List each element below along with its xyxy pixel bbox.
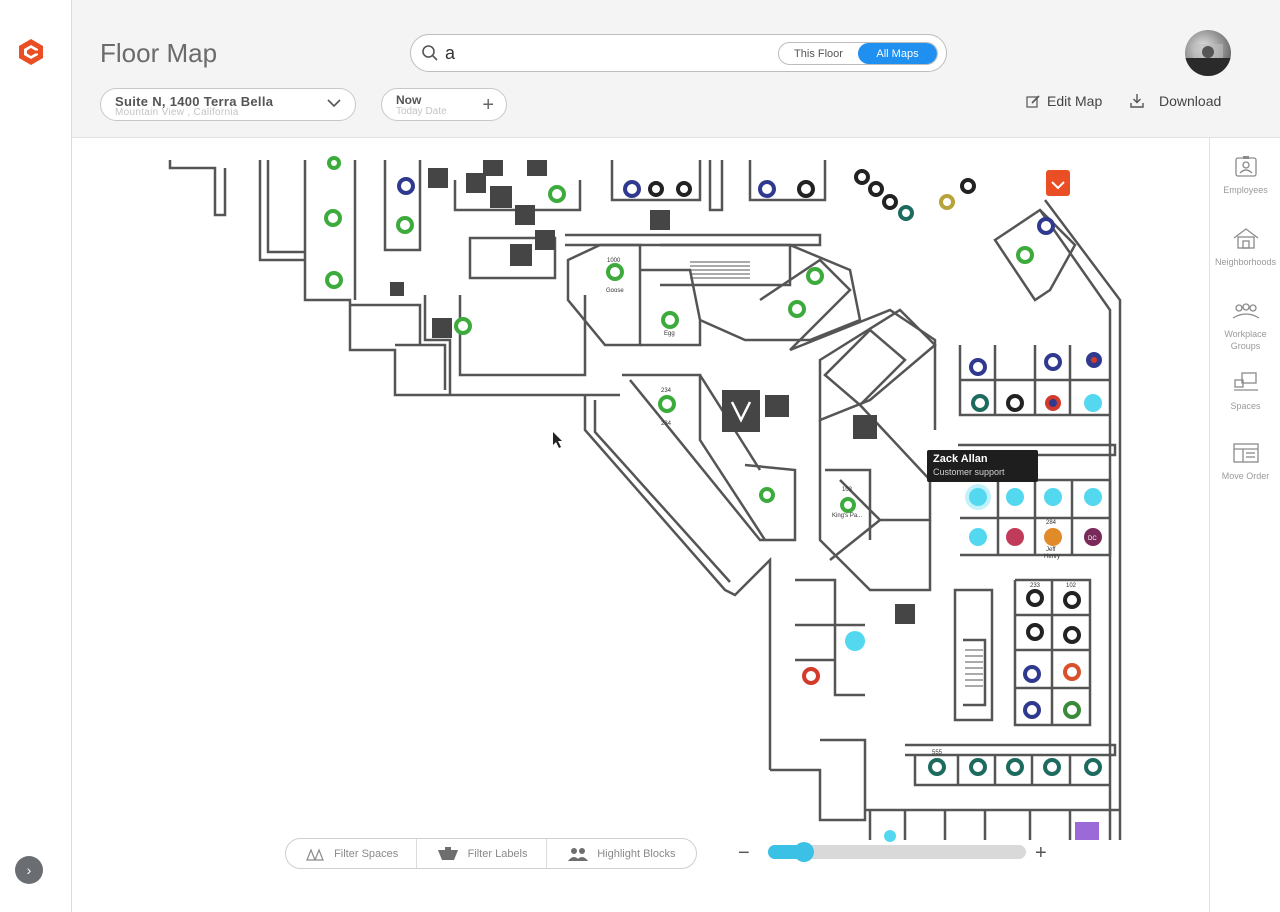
search-icon <box>422 45 438 61</box>
panel-spaces-label: Spaces <box>1230 401 1261 411</box>
scope-toggle: This Floor All Maps <box>778 42 938 65</box>
svg-text:102: 102 <box>1066 583 1077 589</box>
search-bar: This Floor All Maps <box>410 34 947 72</box>
highlight-blocks-label: Highlight Blocks <box>597 847 676 860</box>
first-aid-icon <box>1046 170 1070 196</box>
elevator-icon <box>730 401 752 423</box>
user-avatar[interactable] <box>1185 30 1231 76</box>
zoom-slider-thumb[interactable] <box>794 842 814 862</box>
panel-spaces[interactable]: Spaces <box>1210 370 1280 412</box>
filter-spaces-icon <box>306 847 324 861</box>
svg-text:Egg: Egg <box>664 331 675 337</box>
map-walls <box>168 160 1122 840</box>
svg-text:Jeff: Jeff <box>1046 547 1056 553</box>
search-input[interactable] <box>445 42 765 64</box>
page-title: Floor Map <box>100 38 218 68</box>
app-logo-icon[interactable] <box>17 38 45 66</box>
floor-map[interactable]: 1000 Goose Egg 234 234 103 King's Pa... … <box>150 150 1140 850</box>
download-icon <box>1130 94 1144 108</box>
panel-workplace-groups[interactable]: Workplace Groups <box>1210 298 1280 352</box>
zoom-in-button[interactable]: + <box>1035 842 1047 864</box>
filter-labels-button[interactable]: Filter Labels <box>417 839 547 868</box>
panel-neighborhoods-label: Neighborhoods <box>1214 257 1277 267</box>
highlight-blocks-button[interactable]: Highlight Blocks <box>547 839 696 868</box>
location-city: Mountain View , California <box>115 107 239 118</box>
desk-icon <box>1233 372 1258 391</box>
panel-employees-label: Employees <box>1223 185 1268 195</box>
add-date-icon[interactable]: + <box>482 94 494 116</box>
filter-spaces-label: Filter Spaces <box>334 847 399 860</box>
expand-sidebar-button[interactable]: › <box>15 856 43 884</box>
svg-text:234: 234 <box>661 421 672 427</box>
svg-text:555: 555 <box>932 750 943 756</box>
svg-text:284: 284 <box>1046 520 1057 526</box>
amenity-icons <box>390 160 915 624</box>
edit-map-button[interactable]: Edit Map <box>1026 93 1102 109</box>
house-icon <box>1233 228 1258 249</box>
edit-map-label: Edit Map <box>1047 93 1103 109</box>
download-button[interactable]: Download <box>1129 93 1221 109</box>
svg-text:103: 103 <box>842 487 853 493</box>
svg-text:233: 233 <box>1030 583 1041 589</box>
highlight-blocks-icon <box>568 847 589 861</box>
svg-text:Henry: Henry <box>1044 554 1060 560</box>
move-order-icon <box>1232 443 1259 463</box>
date-placeholder: Today Date <box>396 106 447 117</box>
stairs <box>690 261 983 687</box>
panel-neighborhoods[interactable]: Neighborhoods <box>1210 226 1280 268</box>
svg-text:1000: 1000 <box>607 258 621 264</box>
header: Floor Map This Floor All Maps Suite N, 1… <box>72 0 1280 138</box>
filter-spaces-button[interactable]: Filter Spaces <box>286 839 418 868</box>
scope-this-floor[interactable]: This Floor <box>794 47 843 60</box>
filter-labels-icon <box>437 846 458 860</box>
employee-badge-icon <box>1234 156 1257 177</box>
download-label: Download <box>1159 93 1222 109</box>
svg-text:King's Pa...: King's Pa... <box>832 513 862 519</box>
location-selector[interactable]: Suite N, 1400 Terra Bella Mountain View … <box>100 88 356 121</box>
zoom-out-button[interactable]: − <box>738 842 750 864</box>
edit-icon <box>1026 94 1040 108</box>
chevron-right-icon: › <box>26 862 32 878</box>
employee-tooltip: Zack Allan Customer support <box>927 450 1038 482</box>
tooltip-role: Customer support <box>933 467 1005 477</box>
scope-all-maps[interactable]: All Maps <box>858 43 937 64</box>
panel-employees[interactable]: Employees <box>1210 154 1280 196</box>
chevron-down-icon <box>327 99 341 108</box>
mouse-cursor-icon <box>553 432 562 448</box>
right-tool-panel: Employees Neighborhoods Workplace Groups <box>1209 138 1280 912</box>
svg-text:DC: DC <box>1088 536 1097 542</box>
panel-move-order[interactable]: Move Order <box>1210 440 1280 482</box>
avatar-photo-icon <box>1185 44 1231 76</box>
zoom-slider[interactable] <box>768 842 1026 862</box>
date-label: Now <box>396 93 422 107</box>
tooltip-name: Zack Allan <box>933 453 988 465</box>
left-rail: › <box>0 0 72 912</box>
filter-labels-label: Filter Labels <box>467 847 528 860</box>
date-selector[interactable]: Now Today Date + <box>381 88 507 121</box>
room-labels: 1000 Goose Egg 234 234 103 King's Pa... … <box>606 258 1097 756</box>
location-name: Suite N, 1400 Terra Bella <box>115 94 274 109</box>
svg-text:Goose: Goose <box>606 288 624 294</box>
filter-bar: Filter Spaces Filter Labels Highlight Bl… <box>285 838 697 869</box>
svg-text:234: 234 <box>661 388 672 394</box>
panel-move-order-label: Move Order <box>1221 471 1270 481</box>
seat-markers[interactable] <box>324 156 1102 842</box>
panel-workplace-groups-label: Workplace Groups <box>1224 329 1267 351</box>
group-icon <box>1232 303 1259 319</box>
